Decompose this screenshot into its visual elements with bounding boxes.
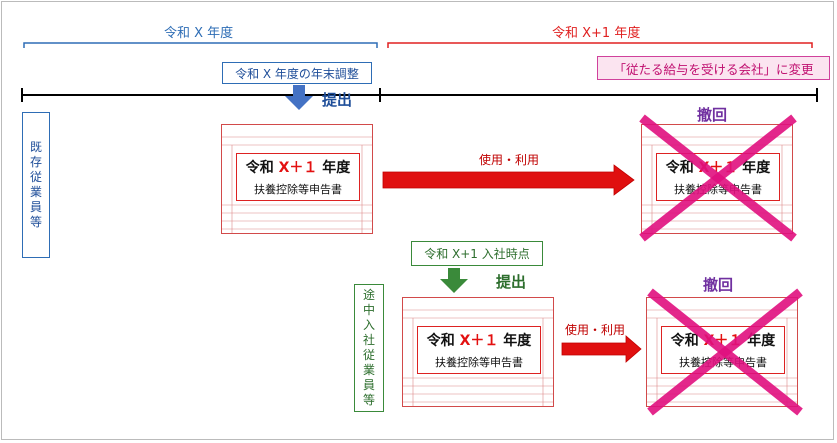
- withdraw-label-top: 撤回: [697, 106, 728, 124]
- mid-year-employees-char: 等: [362, 393, 375, 407]
- form-lines: [403, 309, 553, 406]
- form-title-box: 令和 X＋１ 年度 扶養控除等申告書: [417, 326, 541, 374]
- withdraw-label-bottom: 撤回: [703, 276, 734, 294]
- existing-employees-char: 従: [29, 170, 42, 184]
- use-label-bottom: 使用・利用: [565, 323, 626, 337]
- form-title: 令和 X＋１ 年度: [245, 160, 351, 176]
- use-arrow-bottom: [561, 335, 642, 363]
- deduction-form-bottom-left: 令和 X＋１ 年度 扶養控除等申告書: [402, 297, 554, 407]
- cross-top-line-2: [639, 114, 797, 242]
- mid-year-employees-char: 途: [362, 288, 375, 302]
- use-label-top: 使用・利用: [479, 153, 540, 167]
- submit-arrow-green: [440, 268, 468, 293]
- existing-employees-box: 既 存 従 業 員 等: [22, 112, 50, 258]
- join-date-callout: 令和 X+1 入社時点: [411, 241, 543, 266]
- main-company-change-callout: 「従たる給与を受ける会社」に変更: [597, 56, 830, 80]
- year-x-label: 令和 X 年度: [164, 26, 234, 41]
- mid-year-employees-char: 中: [362, 303, 375, 317]
- submit-label-top: 提出: [322, 91, 353, 109]
- existing-employees-char: 既: [29, 140, 42, 154]
- submit-arrow-blue: [285, 85, 313, 110]
- submit-label-bottom: 提出: [496, 273, 527, 291]
- mid-year-employees-char: 業: [362, 363, 375, 377]
- existing-employees-char: 等: [29, 215, 42, 229]
- mid-year-employees-box: 途 中 入 社 従 業 員 等: [354, 284, 384, 412]
- mid-year-employees-char: 従: [362, 348, 375, 362]
- use-arrow-top: [382, 164, 635, 196]
- mid-year-employees-char: 社: [362, 333, 375, 347]
- mid-year-employees-char: 員: [362, 378, 375, 392]
- form-subtitle: 扶養控除等申告書: [254, 183, 342, 196]
- form-subtitle: 扶養控除等申告書: [435, 356, 523, 369]
- form-title: 令和 X＋１ 年度: [426, 333, 532, 349]
- existing-employees-char: 業: [29, 185, 42, 199]
- year-end-adjustment-callout: 令和 X 年度の年末調整: [222, 62, 372, 84]
- mid-year-employees-char: 入: [362, 318, 375, 332]
- year-x-brace: [23, 42, 378, 48]
- year-x1-label: 令和 X+1 年度: [552, 26, 641, 41]
- deduction-form-top-left: 令和 X＋１ 年度 扶養控除等申告書: [221, 124, 373, 234]
- cross-bottom-line-2: [647, 288, 803, 416]
- existing-employees-char: 存: [29, 155, 42, 169]
- year-x1-brace: [387, 42, 813, 48]
- existing-employees-char: 員: [29, 200, 42, 214]
- form-title-box: 令和 X＋１ 年度 扶養控除等申告書: [236, 153, 360, 201]
- form-lines: [222, 136, 372, 233]
